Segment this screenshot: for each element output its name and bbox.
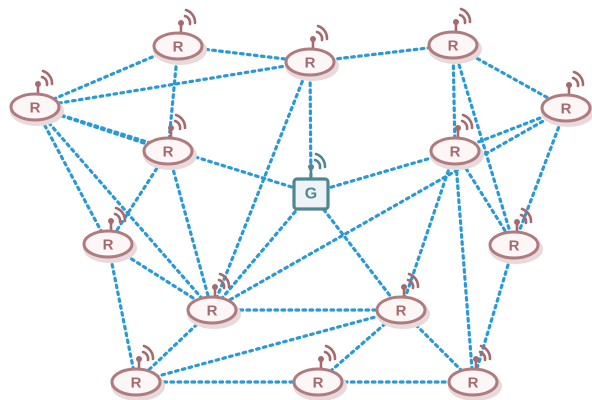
- router-node-r3: R: [9, 69, 64, 126]
- router-node-r2: R: [284, 24, 339, 81]
- antenna-icon: [168, 113, 187, 143]
- gateway-node-gw: G: [292, 152, 330, 211]
- router-label: R: [103, 237, 114, 254]
- link-gw-r10: [309, 191, 403, 312]
- router-icon: [110, 367, 162, 397]
- router-node-r8: R: [540, 70, 592, 127]
- link-r4-r6: [166, 149, 214, 312]
- antenna-icon: [566, 70, 585, 100]
- router-icon: [447, 367, 499, 397]
- router-icon: [488, 230, 540, 260]
- antenna-icon: [212, 272, 231, 302]
- router-node-r10: R: [375, 272, 430, 329]
- link-r1-r3: [33, 44, 180, 109]
- router-icon: [142, 136, 194, 166]
- router-label: R: [561, 101, 572, 118]
- link-r6-r8: [210, 106, 568, 312]
- link-r6-gw: [210, 191, 313, 312]
- router-label: R: [509, 238, 520, 255]
- router-node-r11: R: [110, 344, 165, 400]
- router-node-r14: R: [292, 344, 347, 400]
- router-label: R: [305, 55, 316, 72]
- router-icon: [186, 295, 238, 325]
- nodes-layer: R R R R R R R G R R R R R R R: [9, 7, 592, 400]
- antenna-icon: [308, 152, 327, 182]
- router-label: R: [313, 375, 324, 392]
- router-node-r13: R: [447, 344, 502, 400]
- link-r5-r11: [106, 242, 138, 384]
- link-r12-r13: [471, 243, 516, 384]
- router-icon: [152, 31, 204, 61]
- router-label: R: [163, 144, 174, 161]
- link-r3-r5: [33, 105, 110, 246]
- gateway-label: G: [305, 186, 317, 203]
- link-r9-r12: [453, 149, 516, 247]
- router-label: R: [30, 100, 41, 117]
- router-icon: [9, 92, 61, 122]
- router-label: R: [448, 38, 459, 55]
- router-node-r1: R: [152, 8, 207, 65]
- link-r9-r13: [453, 149, 475, 384]
- link-r3-r6: [33, 105, 214, 312]
- router-node-r5: R: [82, 206, 137, 263]
- router-node-r7: R: [427, 7, 482, 64]
- link-r3-gw: [33, 105, 313, 195]
- router-icon: [429, 136, 481, 166]
- antenna-icon: [455, 113, 474, 143]
- antenna-icon: [35, 69, 54, 99]
- link-r4-r5: [106, 149, 170, 246]
- router-icon: [375, 295, 427, 325]
- link-r9-r10: [399, 149, 457, 312]
- link-r8-r12: [512, 106, 568, 247]
- link-r10-r11: [134, 308, 403, 384]
- router-node-r12: R: [488, 207, 543, 264]
- router-node-r4: R: [142, 113, 197, 170]
- router-label: R: [131, 375, 142, 392]
- router-label: R: [468, 375, 479, 392]
- router-icon: [540, 93, 592, 123]
- router-label: R: [396, 303, 407, 320]
- router-icon: [82, 229, 134, 259]
- link-r2-r3: [33, 60, 312, 109]
- router-icon: [284, 47, 336, 77]
- router-label: R: [450, 144, 461, 161]
- router-node-r6: R: [186, 272, 241, 329]
- router-label: R: [207, 303, 218, 320]
- router-label: R: [173, 39, 184, 56]
- link-r7-r12: [451, 43, 516, 247]
- router-icon: [292, 367, 344, 397]
- router-node-r9: R: [429, 113, 484, 170]
- router-icon: [427, 30, 479, 60]
- link-r2-r6: [210, 60, 312, 312]
- gateway-icon: [292, 177, 330, 211]
